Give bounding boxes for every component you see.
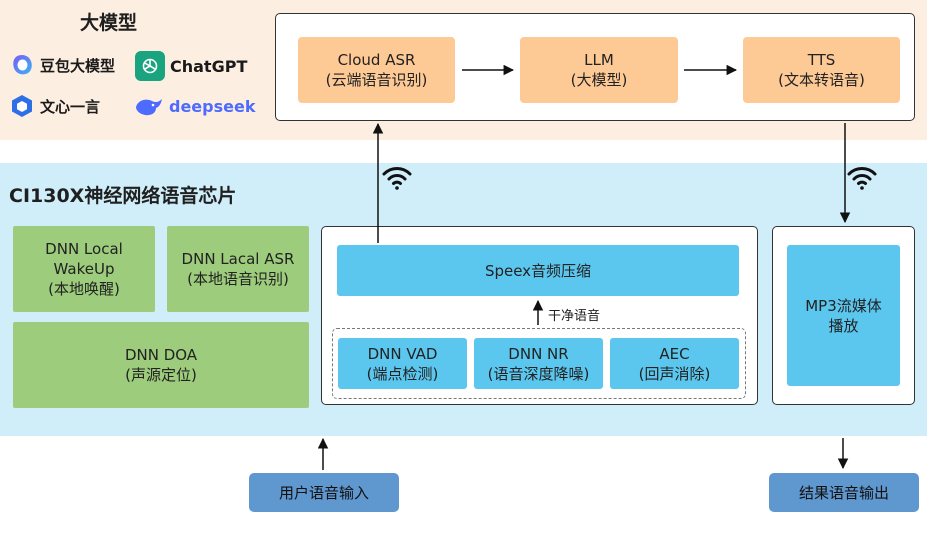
cloud-asr-subtitle: (云端语音识别) (325, 71, 428, 89)
llm-box: LLM (大模型) (520, 37, 678, 103)
nr-title: DNN NR (508, 344, 569, 363)
chatgpt-logo: ChatGPT (135, 51, 248, 81)
tts-title: TTS (807, 51, 836, 69)
cloud-asr-title: Cloud ASR (337, 51, 416, 69)
deepseek-logo: deepseek (134, 92, 255, 120)
user-voice-input-label: 用户语音输入 (278, 484, 369, 502)
wakeup-title-1: DNN Local (45, 240, 123, 258)
mp3-title-2: 播放 (828, 316, 859, 335)
result-voice-output-box: 结果语音输出 (769, 473, 919, 512)
wenxin-logo: 文心一言 (9, 92, 100, 120)
preprocessing-group (332, 328, 746, 399)
speex-title: Speex音频压缩 (484, 261, 592, 280)
dnn-local-asr-box: DNN Lacal ASR (本地语音识别) (167, 226, 309, 312)
local-asr-subtitle: (本地语音识别) (187, 270, 289, 288)
dnn-nr-box: DNN NR (语音深度降噪) (474, 338, 603, 389)
user-voice-input-box: 用户语音输入 (249, 473, 399, 512)
dnn-vad-box: DNN VAD (端点检测) (338, 338, 467, 389)
wakeup-subtitle: (本地唤醒) (48, 280, 120, 298)
wifi-icon (847, 167, 877, 190)
tts-subtitle: (文本转语音) (778, 71, 865, 89)
chatgpt-icon (135, 51, 165, 81)
doa-title: DNN DOA (124, 346, 198, 364)
wenxin-icon (9, 93, 35, 119)
tts-box: TTS (文本转语音) (743, 37, 900, 103)
doubao-label: 豆包大模型 (40, 56, 116, 75)
local-asr-title: DNN Lacal ASR (181, 250, 295, 268)
llm-title: LLM (584, 51, 614, 69)
dnn-doa-box: DNN DOA (声源定位) (13, 322, 309, 408)
wenxin-label: 文心一言 (40, 97, 101, 116)
doa-subtitle: (声源定位) (125, 366, 197, 384)
dnn-local-wakeup-box: DNN Local WakeUp (本地唤醒) (13, 226, 155, 312)
vad-title: DNN VAD (367, 344, 438, 363)
wifi-icon (382, 167, 412, 190)
aec-subtitle: (回声消除) (638, 364, 711, 383)
vad-subtitle: (端点检测) (366, 364, 439, 383)
mp3-title-1: MP3流媒体 (805, 296, 882, 315)
chip-section-title: CI130X神经网络语音芯片 (9, 185, 237, 207)
aec-box: AEC (回声消除) (610, 338, 739, 389)
deepseek-whale-icon (134, 93, 164, 119)
doubao-icon (9, 52, 35, 78)
chatgpt-label: ChatGPT (170, 56, 248, 76)
clean-speech-label: 干净语音 (548, 309, 601, 324)
llm-section-title: 大模型 (80, 12, 138, 34)
mp3-streaming-box: MP3流媒体 播放 (787, 245, 900, 386)
deepseek-label: deepseek (169, 96, 256, 116)
aec-title: AEC (659, 344, 690, 363)
wakeup-title-2: WakeUp (53, 260, 115, 278)
cloud-asr-box: Cloud ASR (云端语音识别) (298, 37, 455, 103)
result-voice-output-label: 结果语音输出 (798, 484, 889, 502)
nr-subtitle: (语音深度降噪) (487, 364, 590, 383)
speex-compression-box: Speex音频压缩 (337, 245, 739, 296)
llm-subtitle: (大模型) (570, 71, 628, 89)
doubao-logo: 豆包大模型 (9, 51, 115, 79)
